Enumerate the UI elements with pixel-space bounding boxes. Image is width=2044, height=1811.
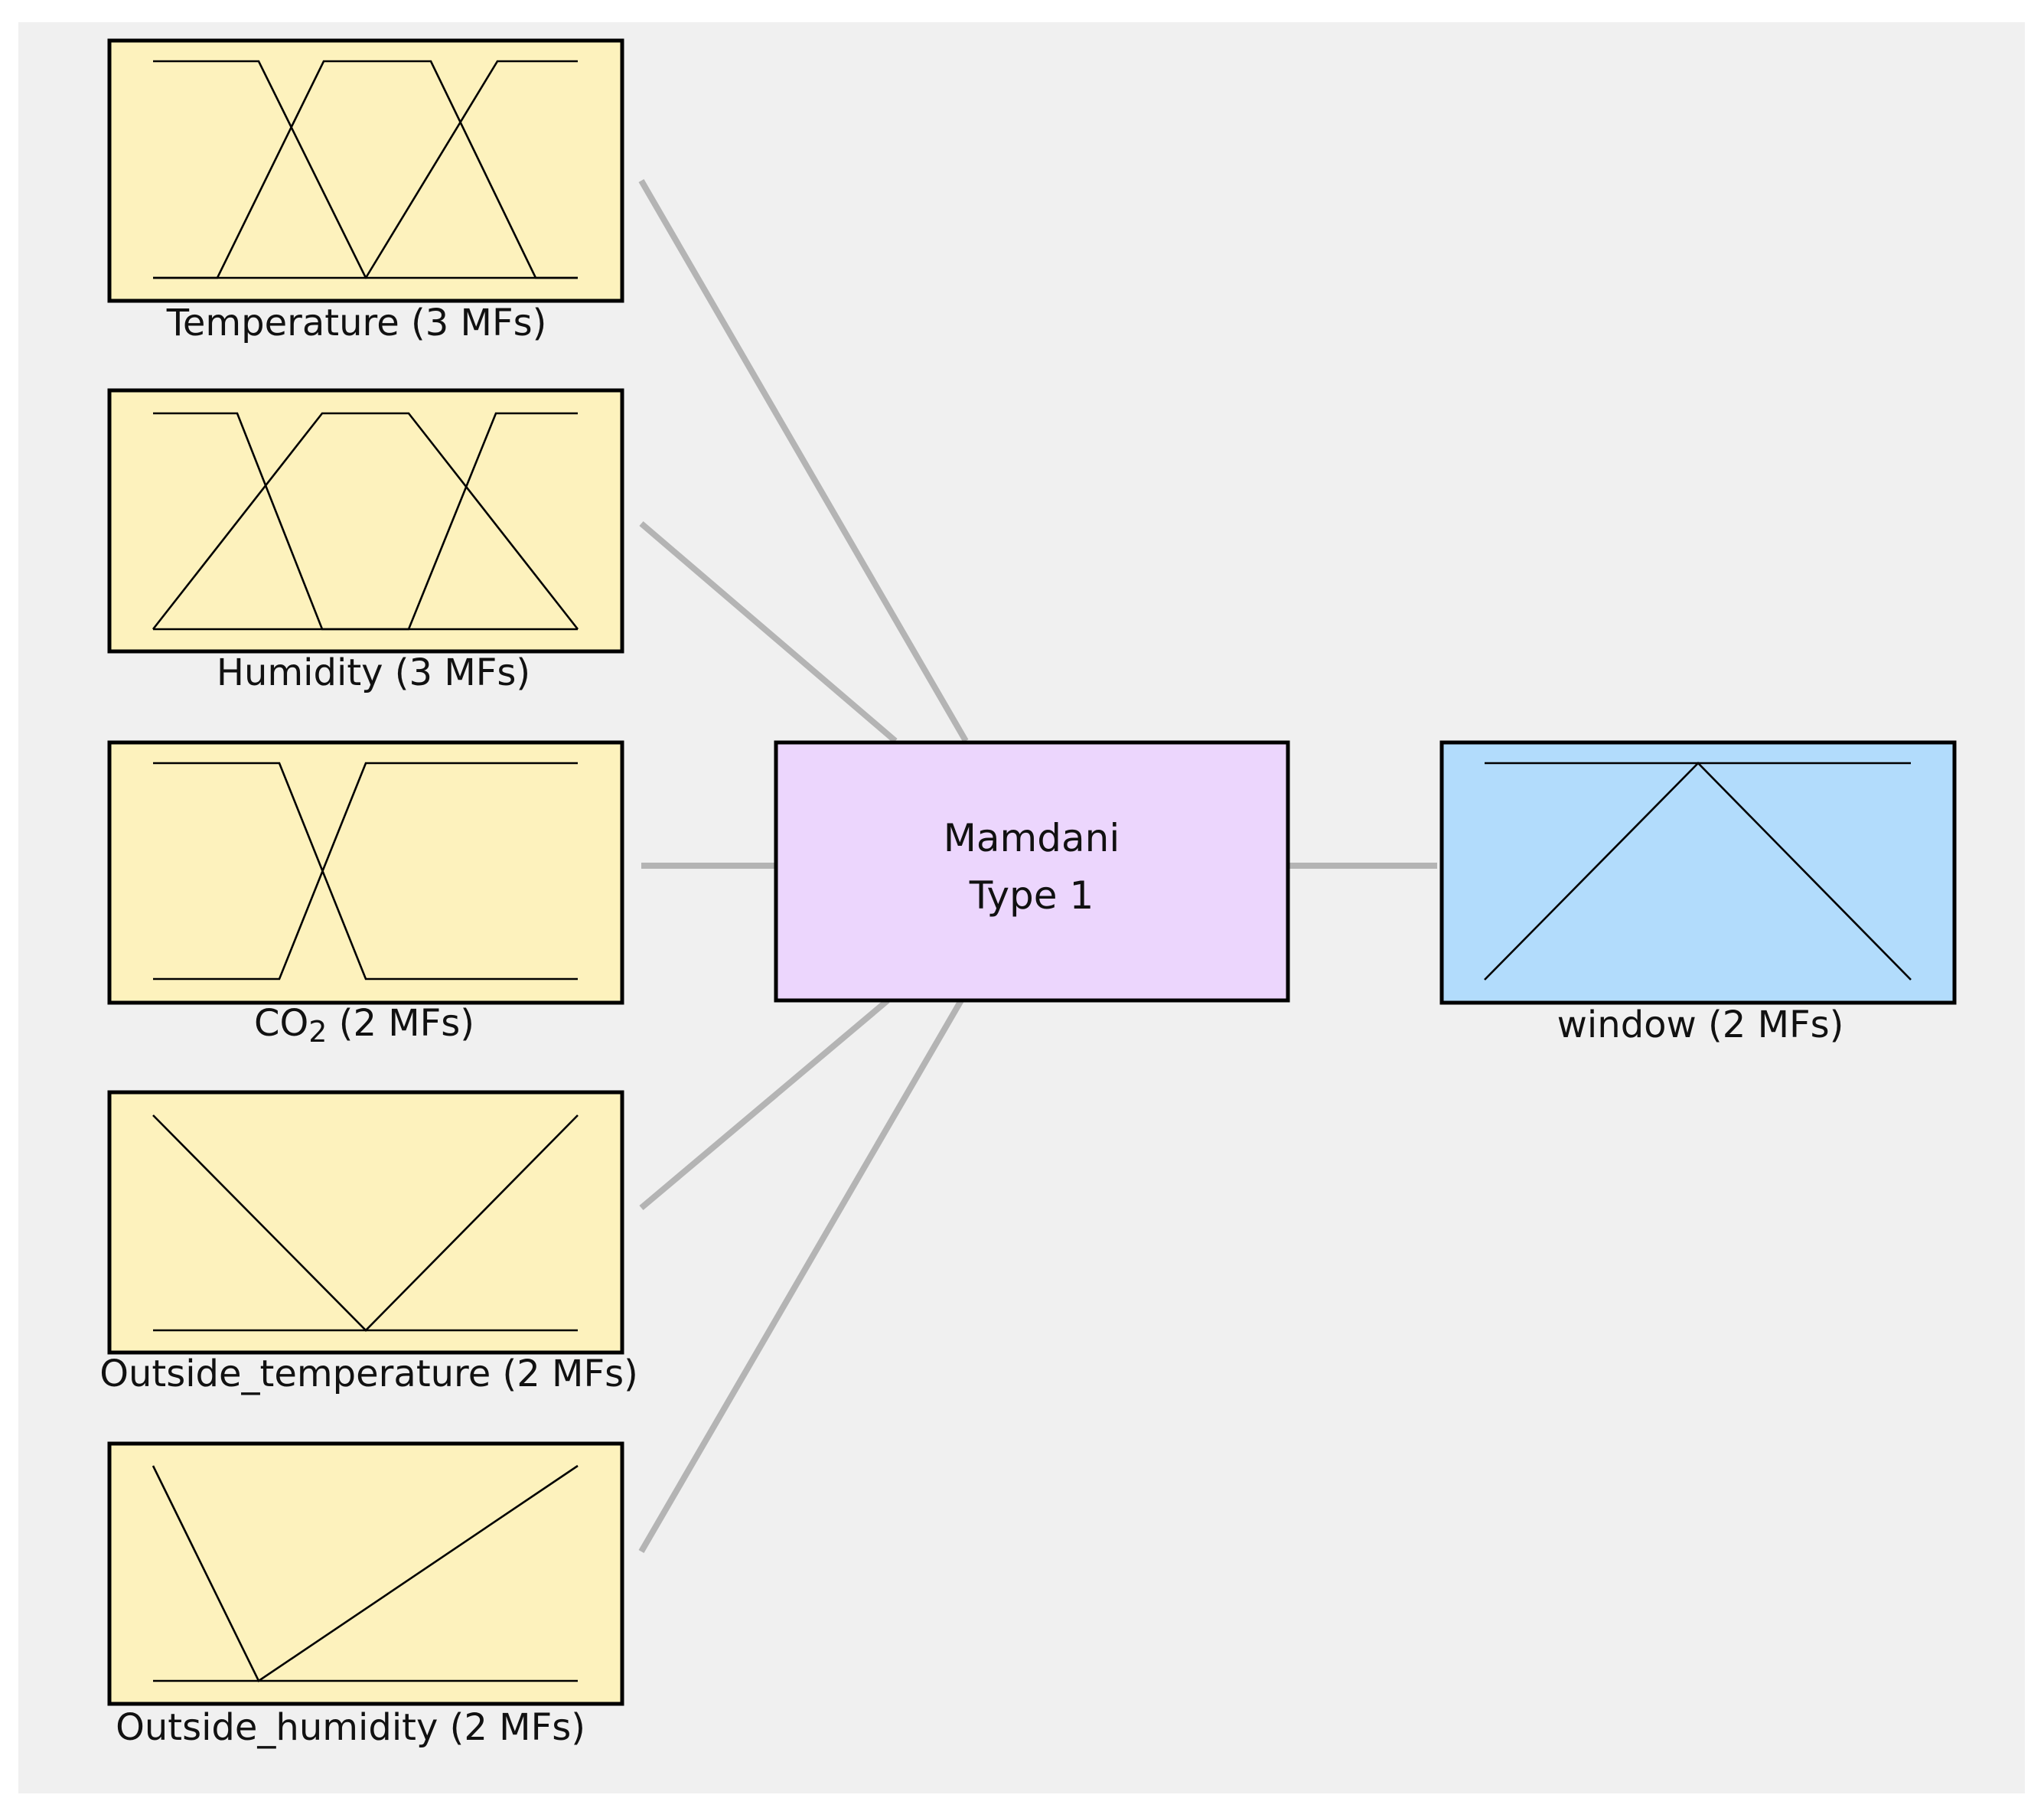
humidity-mf-low (153, 412, 578, 631)
connector-outside-temperature (639, 997, 890, 1211)
co2-label-subscript: 2 (308, 1015, 328, 1049)
connector-temperature (638, 178, 969, 743)
co2-label-main: CO (253, 1002, 309, 1045)
input-label-outside-temperature: Outside_temperature (2 MFs) (99, 1353, 638, 1395)
humidity-mf-high (153, 412, 578, 631)
temperature-mf-high (153, 60, 578, 279)
co2-mf-high (153, 762, 578, 981)
input-box-co2[interactable] (107, 740, 624, 1005)
co2-label-rest: (2 MFs) (327, 1002, 475, 1045)
input-box-humidity[interactable] (107, 388, 624, 654)
connector-outside-humidity (638, 998, 964, 1554)
input-label-humidity: Humidity (3 MFs) (216, 651, 531, 694)
temperature-mf-low (153, 60, 578, 279)
window-mf-triangle (1484, 762, 1912, 981)
input-label-co2: CO2 (2 MFs) (254, 1005, 474, 1046)
input-label-temperature: Temperature (3 MFs) (166, 302, 547, 344)
system-label: Mamdani Type 1 (944, 810, 1120, 925)
input-box-outside-humidity[interactable] (107, 1441, 624, 1706)
input-label-outside-humidity: Outside_humidity (2 MFs) (116, 1706, 585, 1749)
connector-humidity (639, 520, 898, 744)
output-box-window[interactable] (1439, 740, 1957, 1005)
output-label-window: window (2 MFs) (1557, 1003, 1844, 1046)
mamdani-system-box[interactable] (774, 740, 1290, 1003)
input-box-temperature[interactable] (107, 38, 624, 303)
connectors (638, 178, 1437, 1554)
system-label-line1: Mamdani (943, 816, 1120, 860)
humidity-mf-medium (152, 412, 579, 630)
system-label-line2: Type 1 (969, 873, 1094, 918)
input-box-outside-temperature[interactable] (107, 1090, 624, 1355)
